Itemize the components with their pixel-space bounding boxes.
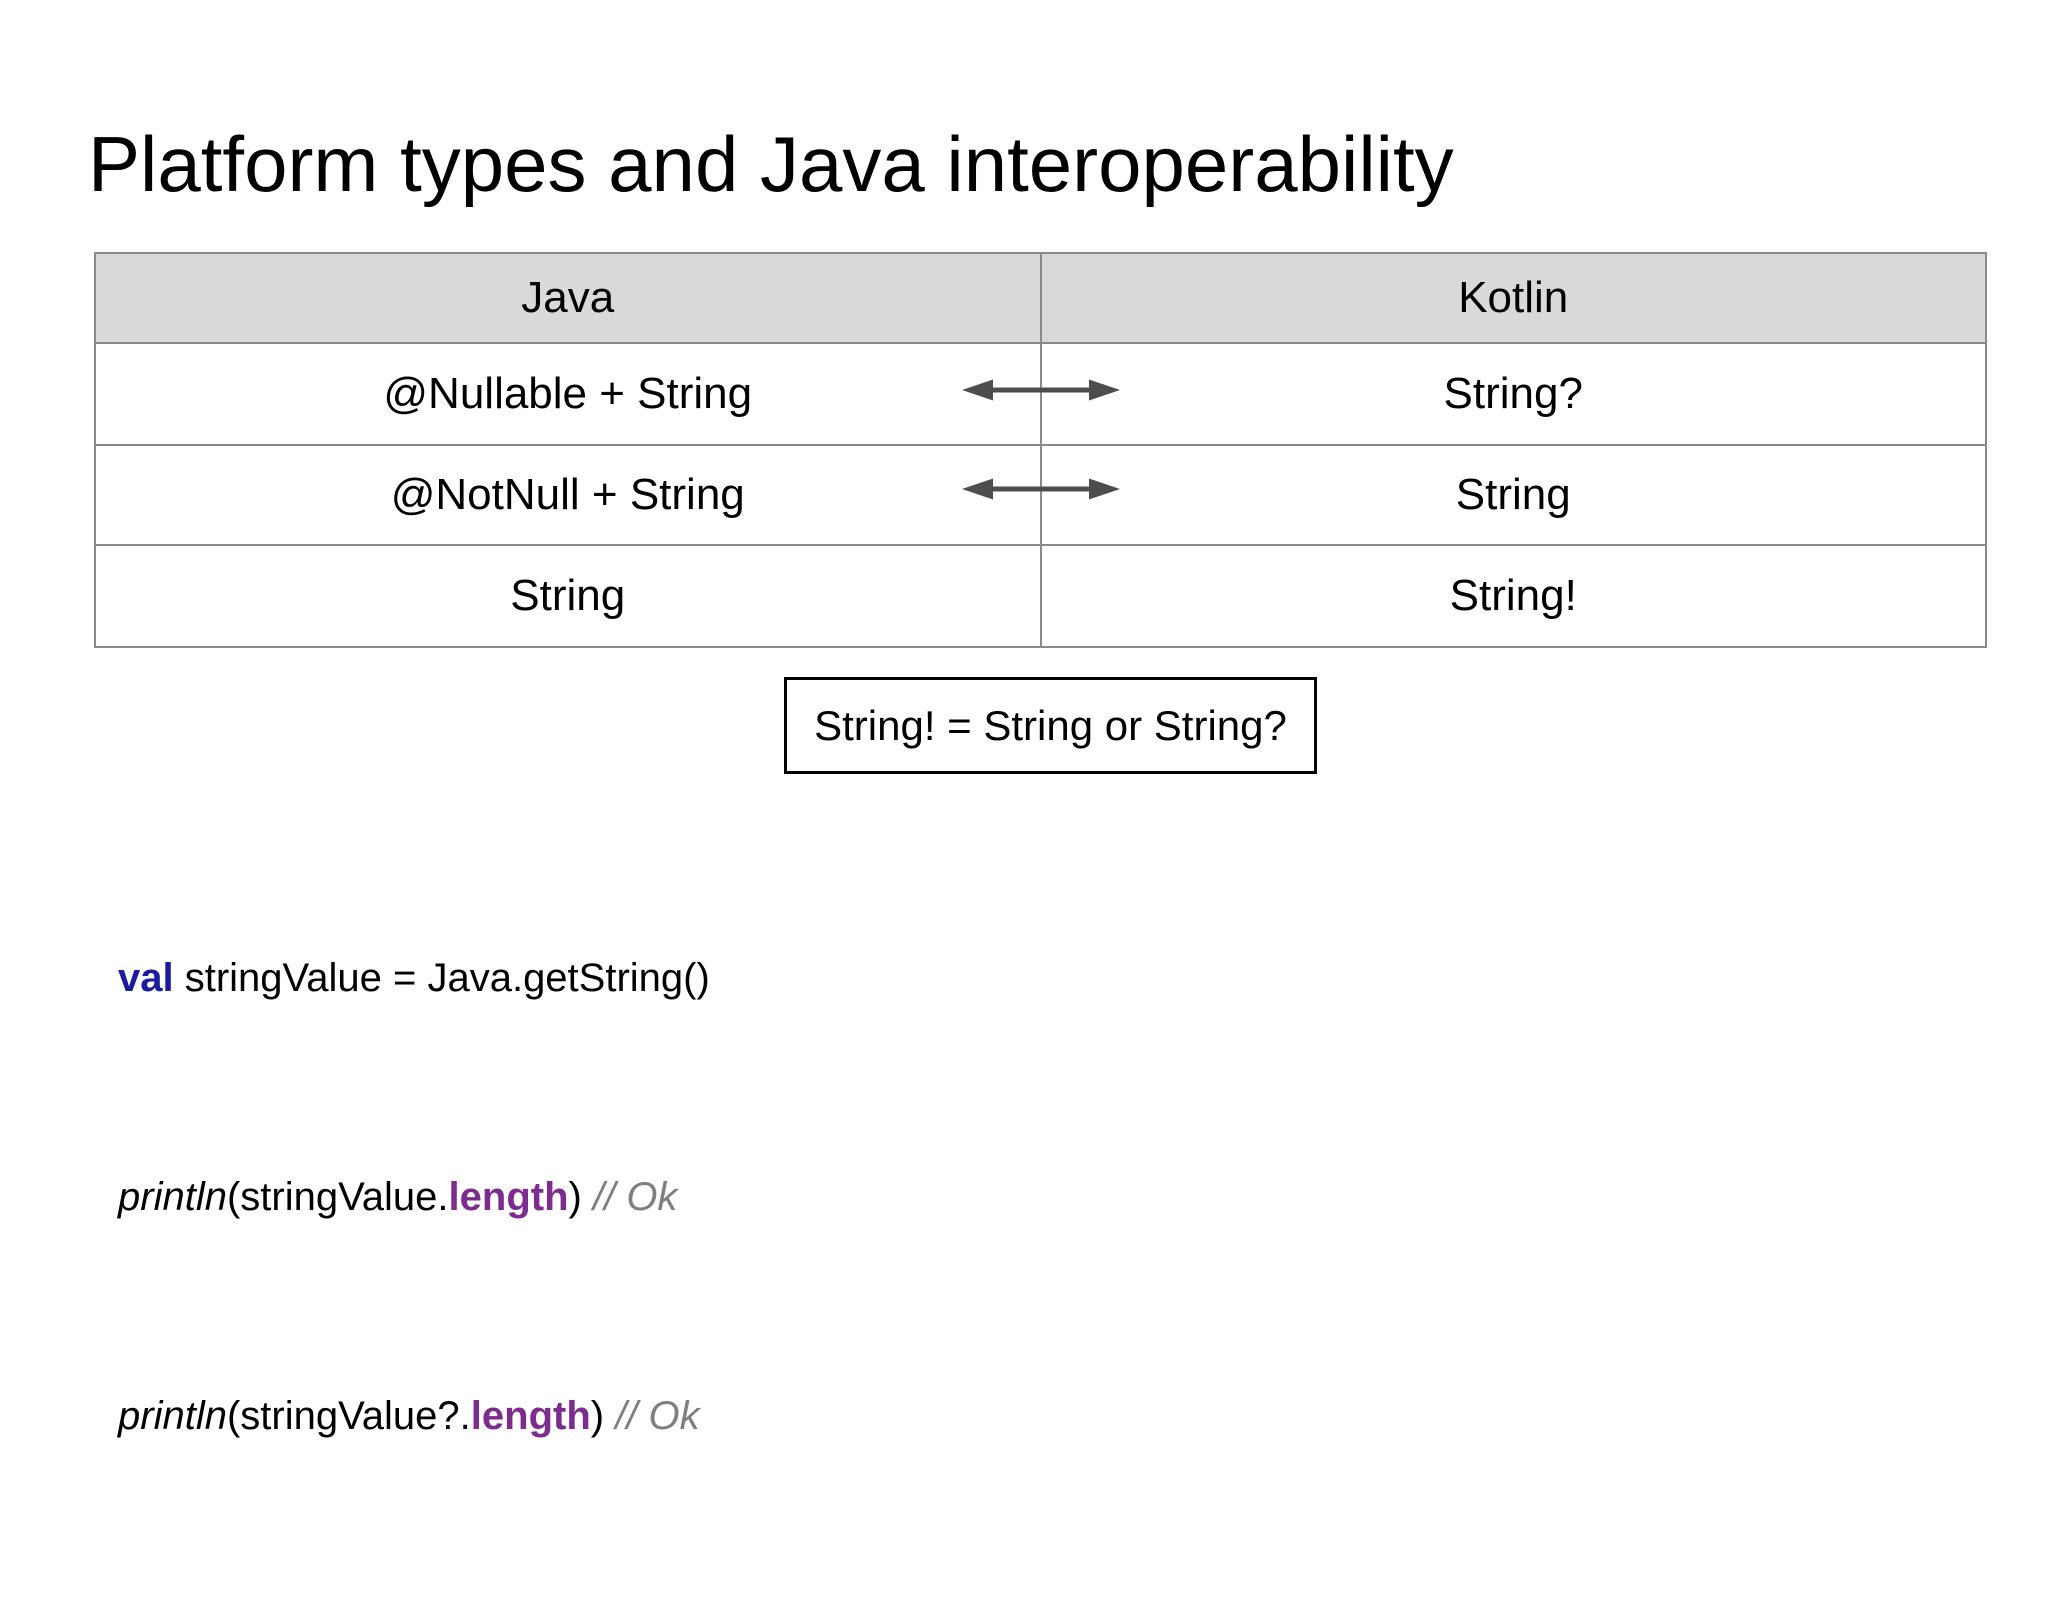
code-line: println(stringValue?.length) // Ok <box>118 1380 710 1453</box>
java-type-cell: @NotNull + String <box>94 444 1042 546</box>
code-block: val stringValue = Java.getString() print… <box>118 796 710 1599</box>
kotlin-type-cell: String <box>1039 444 1987 546</box>
table-header-java: Java <box>94 252 1042 344</box>
table-header-row: Java Kotlin <box>94 252 1987 344</box>
code-line: val stringValue = Java.getString() <box>118 942 710 1015</box>
code-property: length <box>448 1175 569 1219</box>
bidirectional-arrow-icon <box>962 478 1120 500</box>
code-text: (stringValue?. <box>226 1394 471 1438</box>
code-comment: // Ok <box>604 1394 700 1438</box>
table-header-kotlin: Kotlin <box>1039 252 1987 344</box>
java-type-cell: @Nullable + String <box>94 342 1042 446</box>
kotlin-type-cell: String? <box>1039 342 1987 446</box>
code-function: println <box>118 1175 227 1219</box>
code-property: length <box>470 1394 591 1438</box>
code-keyword: val <box>118 956 174 1000</box>
code-text: ) <box>568 1175 582 1219</box>
java-kotlin-mapping-table: Java Kotlin @Nullable + String String? @… <box>94 252 1987 648</box>
code-line: println(stringValue.length) // Ok <box>118 1161 710 1234</box>
java-type-cell: String <box>94 544 1042 648</box>
code-text: ) <box>590 1394 605 1438</box>
table-row: @NotNull + String String <box>94 444 1987 546</box>
code-function: println <box>118 1394 227 1438</box>
code-text: stringValue = Java.getString() <box>173 956 710 1000</box>
kotlin-type-cell: String! <box>1039 544 1987 648</box>
callout-text: String! = String or String? <box>814 701 1287 749</box>
table-row: @Nullable + String String? <box>94 342 1987 446</box>
bidirectional-arrow-icon <box>962 379 1120 401</box>
code-text: (stringValue. <box>226 1175 449 1219</box>
slide-canvas: Platform types and Java interoperability… <box>88 120 1987 1438</box>
callout-box: String! = String or String? <box>784 677 1317 774</box>
code-comment: // Ok <box>581 1175 678 1219</box>
page-title: Platform types and Java interoperability <box>88 120 1454 208</box>
table-row: String String! <box>94 544 1987 648</box>
